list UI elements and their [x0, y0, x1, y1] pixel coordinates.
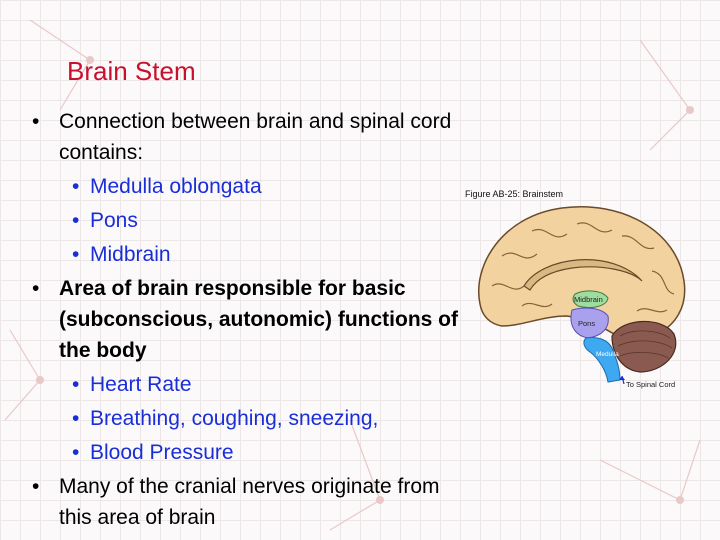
corpus-callosum-shape — [523, 259, 643, 291]
sub-bullet-text: Pons — [90, 209, 138, 232]
sub-bullet-blood-pressure: • Blood Pressure — [28, 437, 468, 468]
pons-shape — [570, 307, 609, 339]
sub-bullet-medulla: • Medulla oblongata — [28, 171, 468, 202]
medulla-label: Medulla — [596, 351, 619, 358]
figure-caption: Figure AB-25: Brainstem — [465, 189, 564, 199]
sub-bullet-dot: • — [72, 209, 80, 232]
bullet-text: Many of the cranial nerves originate fro… — [59, 475, 440, 529]
bullet-connection: • Connection between brain and spinal co… — [28, 106, 468, 168]
sub-bullet-pons: • Pons — [28, 205, 468, 236]
slide-title: Brain Stem — [67, 56, 196, 86]
midbrain-label: Midbrain — [574, 295, 603, 304]
bullet-text: Area of brain responsible for basic (sub… — [59, 277, 458, 362]
bullet-text: Connection between brain and spinal cord… — [59, 110, 452, 164]
medulla-shape — [583, 337, 621, 383]
sub-bullet-text: Heart Rate — [90, 373, 192, 396]
sub-bullet-text: Medulla oblongata — [90, 175, 262, 198]
bullet-list: • Connection between brain and spinal co… — [28, 106, 468, 536]
sub-bullet-text: Midbrain — [90, 243, 171, 266]
sub-bullet-text: Breathing, coughing, sneezing, — [90, 407, 379, 430]
sub-bullet-heart-rate: • Heart Rate — [28, 369, 468, 400]
spinal-cord-label: To Spinal Cord — [626, 380, 675, 389]
sub-bullet-breathing: • Breathing, coughing, sneezing, — [28, 403, 468, 434]
sub-bullet-dot: • — [72, 175, 80, 198]
pons-label: Pons — [578, 319, 595, 328]
sub-bullet-text: Blood Pressure — [90, 441, 234, 464]
bullet-dot: • — [32, 110, 40, 133]
sub-bullet-midbrain: • Midbrain — [28, 239, 468, 270]
brain-illustration: Midbrain Pons Medulla To Spinal Cord — [478, 206, 686, 389]
brainstem-figure: Midbrain Pons Medulla To Spinal Cord Fig… — [462, 186, 712, 398]
cerebellum-shape — [611, 320, 677, 373]
sub-bullet-dot: • — [72, 441, 80, 464]
bullet-dot: • — [32, 277, 40, 300]
bullet-basic-functions: • Area of brain responsible for basic (s… — [28, 273, 468, 366]
bullet-dot: • — [32, 475, 40, 498]
sub-bullet-dot: • — [72, 407, 80, 430]
midbrain-shape — [572, 290, 609, 309]
sub-bullet-dot: • — [72, 243, 80, 266]
bullet-cranial-nerves: • Many of the cranial nerves originate f… — [28, 471, 468, 533]
sub-bullet-dot: • — [72, 373, 80, 396]
